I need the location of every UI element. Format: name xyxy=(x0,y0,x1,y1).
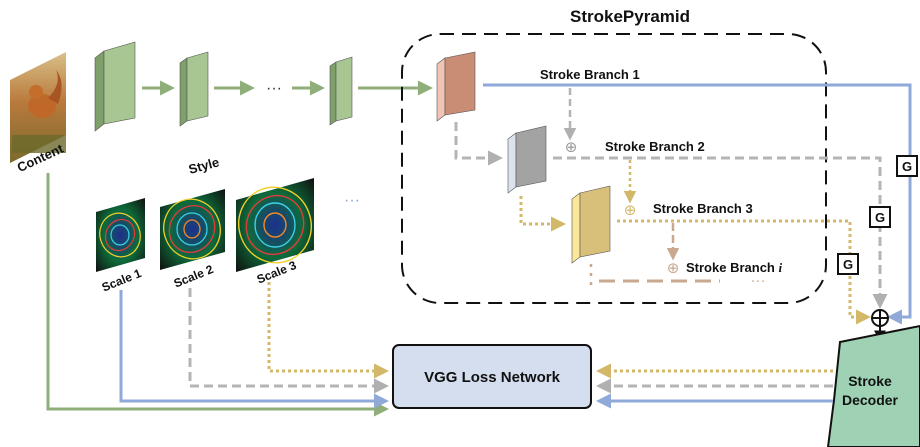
branch-1-label: Stroke Branch 1 xyxy=(540,67,640,82)
branch-2-feature-map xyxy=(507,125,547,194)
branch-i-label: Stroke Branch i xyxy=(686,260,783,275)
gate-label-2: G xyxy=(875,210,885,225)
stroke-decoder xyxy=(826,324,920,447)
content-image xyxy=(10,52,66,163)
encoder-feature-map-2 xyxy=(179,51,209,127)
scale-2-to-vgg-path xyxy=(188,288,389,394)
branch-3-fuse-icon: ⊕ xyxy=(624,202,637,219)
branch-2-to-3-down-arrow xyxy=(519,196,566,232)
branch-2-label: Stroke Branch 2 xyxy=(605,139,705,154)
gate-box-2 xyxy=(869,206,891,228)
branch-2-fuse-icon: ⊕ xyxy=(565,139,578,156)
gate-box-1 xyxy=(896,155,918,177)
encoder-feature-map-3 xyxy=(329,56,353,126)
scale-1-to-vgg-path xyxy=(119,290,389,409)
encoder-ellipsis: ··· xyxy=(266,80,282,97)
decoder-label-line-1: Stroke xyxy=(848,373,892,389)
branch-i-ellipsis: ··· xyxy=(751,272,766,289)
style-label: Style xyxy=(187,154,221,177)
branch-1-feature-map xyxy=(436,51,476,122)
style-image-scale-1 xyxy=(96,198,145,272)
encoder-feature-map-1 xyxy=(94,41,136,132)
decoder-label-line-2: Decoder xyxy=(842,392,899,408)
pyramid-title: StrokePyramid xyxy=(570,7,690,26)
content-to-vgg-path xyxy=(46,173,389,417)
branch-i-fuse-icon: ⊕ xyxy=(667,260,680,277)
style-image-scale-3 xyxy=(236,178,314,272)
style-ellipsis: ··· xyxy=(344,192,360,209)
style-image-scale-2 xyxy=(160,189,225,270)
branch-1-to-2-down-arrow xyxy=(454,122,503,166)
vgg-label: VGG Loss Network xyxy=(424,369,561,386)
branch-3-path xyxy=(617,219,871,325)
gate-box-3 xyxy=(837,253,859,275)
branch-1-path xyxy=(483,83,912,325)
branch-3-feature-map xyxy=(571,185,611,264)
vgg-loss-network xyxy=(392,344,592,409)
scale-3-to-vgg-path xyxy=(267,282,389,379)
gate-label-3: G xyxy=(843,257,853,272)
branch-2-path xyxy=(553,156,888,309)
scale-2-label: Scale 2 xyxy=(172,262,216,291)
branch-3-label: Stroke Branch 3 xyxy=(653,201,753,216)
gate-label-1: G xyxy=(902,159,912,174)
